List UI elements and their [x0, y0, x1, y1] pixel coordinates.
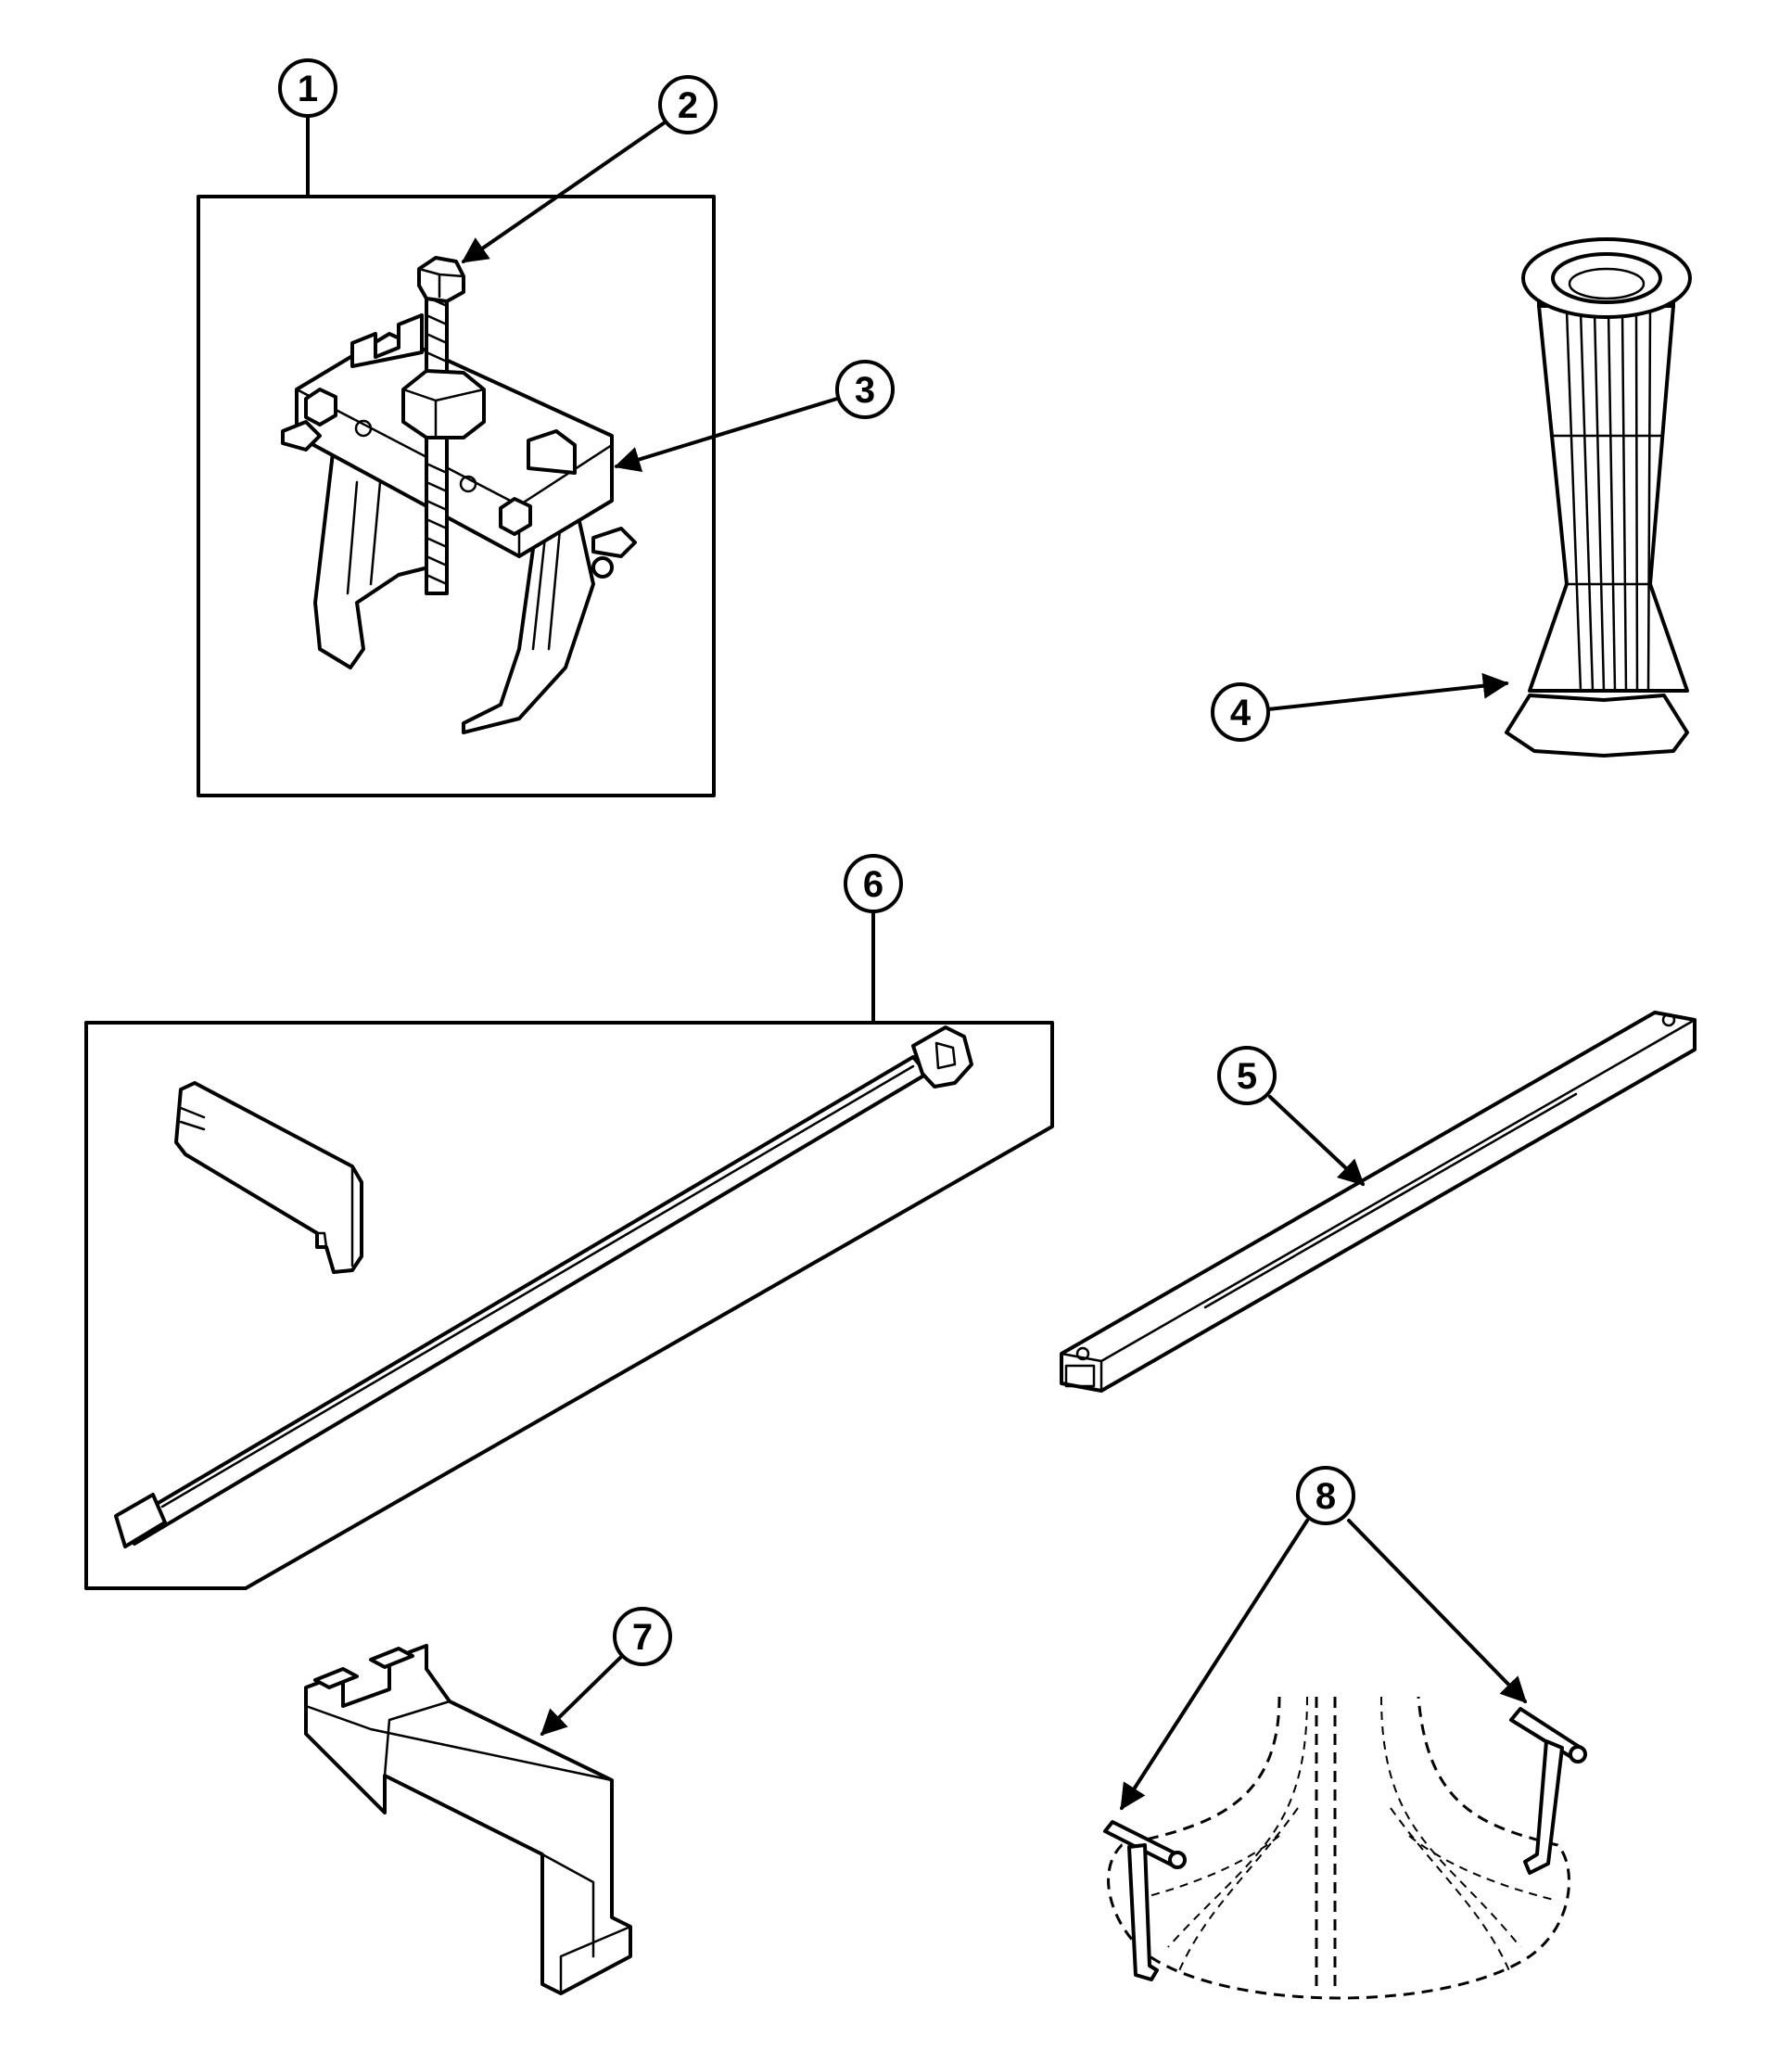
- callout-5: 5: [1217, 1046, 1366, 1186]
- callout-2: 2: [461, 75, 718, 263]
- callout-6-label: 6: [863, 864, 883, 905]
- tapered-foot-illustration: [1505, 237, 1692, 758]
- callout-1: 1: [278, 58, 337, 118]
- callout-2-label: 2: [678, 85, 698, 126]
- agitator-pin-left: [1103, 1820, 1187, 1981]
- callout-3: 3: [614, 360, 895, 472]
- square-bar-illustration: [1060, 1011, 1697, 1393]
- puller-kit-group: [197, 114, 716, 797]
- callout-8-label: 8: [1315, 1476, 1336, 1517]
- callout-3-label: 3: [855, 370, 875, 411]
- wrench-kit-group: [84, 910, 1054, 1590]
- callout-7-label: 7: [632, 1617, 653, 1658]
- puller-kit-frame: [197, 195, 716, 797]
- agitator-outline-dashed: [1107, 1696, 1570, 2000]
- callout-7: 7: [540, 1607, 672, 1736]
- callout-6: 6: [844, 854, 903, 913]
- callout-4-label: 4: [1230, 693, 1252, 733]
- spanner-tool-illustration: [174, 1081, 363, 1274]
- long-wrench-illustration: [114, 1025, 973, 1548]
- callout-4: 4: [1211, 672, 1509, 742]
- gear-puller-illustration: [281, 256, 637, 734]
- agitator-pin-right: [1509, 1707, 1587, 1875]
- callout-8: 8: [1120, 1466, 1527, 1811]
- bracket-illustration: [304, 1644, 632, 1995]
- callout-1-label: 1: [298, 69, 318, 109]
- callout-5-label: 5: [1237, 1056, 1257, 1097]
- wrench-kit-frame: [84, 1021, 1054, 1590]
